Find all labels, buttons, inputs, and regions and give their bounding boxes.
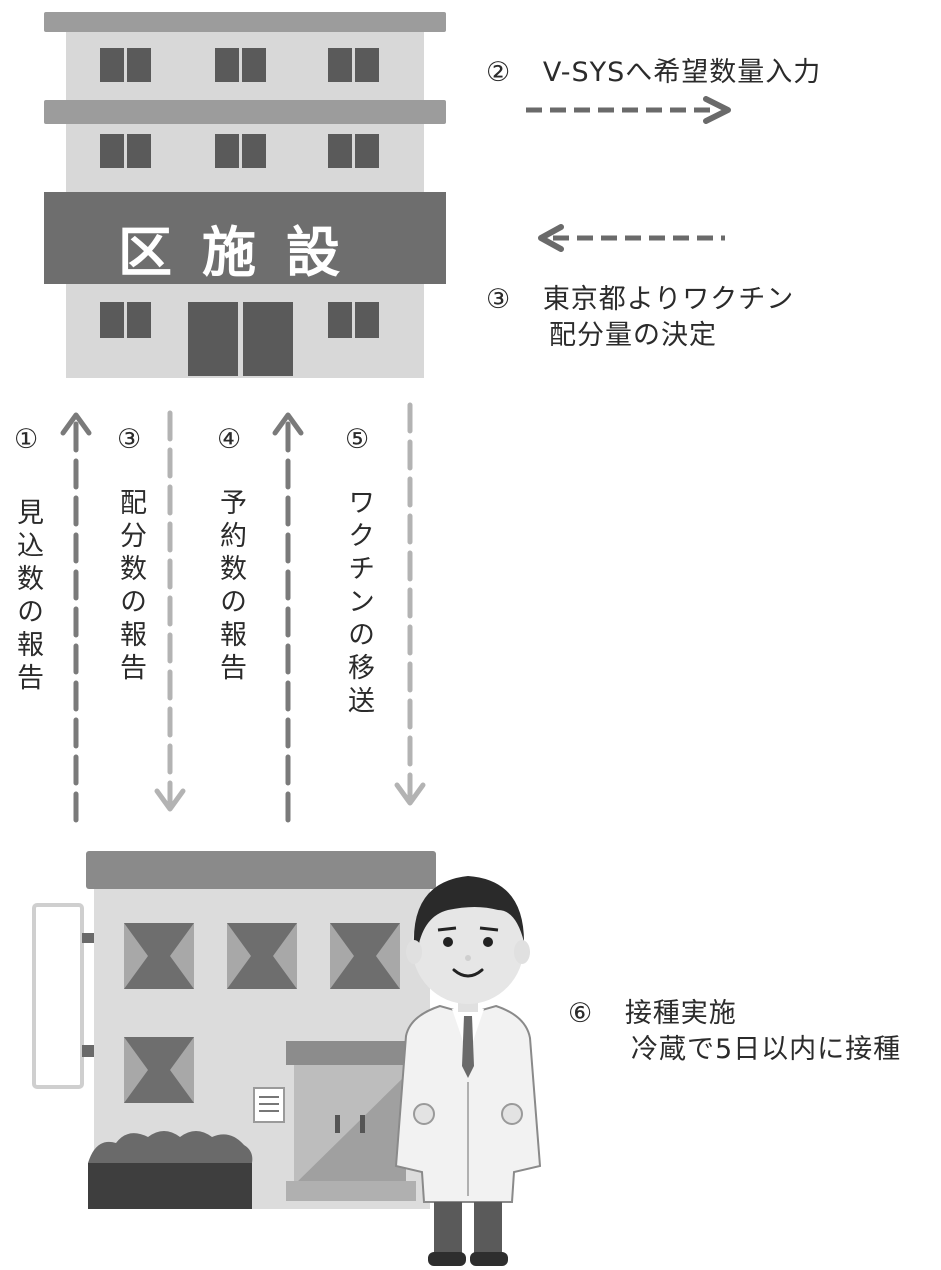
step-3-top-text-line2: 配分量の決定 [549,320,717,352]
flow-4-number: ④ [217,424,242,455]
flow-1-arrow [60,412,92,823]
arrow-right-input [526,96,731,124]
step-3-top-text-line1: 東京都よりワクチン [542,284,795,315]
flow-3-number: ③ [117,424,142,455]
flow-arrows [60,402,426,823]
step-3-top-number: ③ [486,284,512,315]
flow-1-number: ① [14,424,39,455]
clinic-illustration [32,851,436,1209]
step-6-text-line2: 冷蔵で5日以内に接種 [631,1034,902,1066]
step-6-number: ⑥ [568,998,594,1029]
flow-4-arrow [272,412,304,823]
flow-5-arrow [394,402,426,806]
arrow-left-decision [538,224,725,252]
flow-3-text: 配分数の報告 [115,488,146,686]
flow-5-text: ワクチンの移送 [343,488,374,719]
step-6: ⑥ 接種実施 冷蔵で5日以内に接種 [568,996,901,1069]
step-6-text-line1: 接種実施 [624,998,737,1029]
step-3-top: ③ 東京都よりワクチン 配分量の決定 [486,282,794,355]
flow-1-text: 見込数の報告 [12,498,43,696]
step-2-number: ② [486,57,512,88]
step-2: ② V-SYSへ希望数量入力 [486,55,821,91]
flow-4-text: 予約数の報告 [215,488,246,686]
flow-3-arrow [154,410,186,812]
ward-facility-illustration [44,12,446,378]
flow-5-number: ⑤ [345,424,370,455]
facility-sign-text: 区施設 [118,221,370,284]
doctor-illustration [394,876,542,1266]
step-2-text: V-SYSへ希望数量入力 [542,57,822,88]
